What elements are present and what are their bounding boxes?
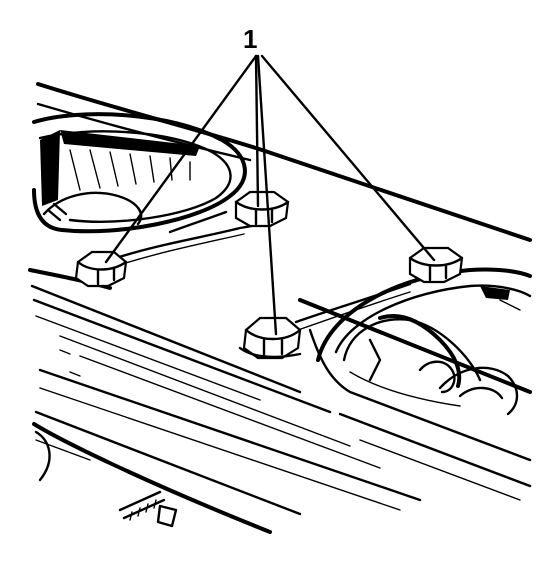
left-opening — [32, 112, 247, 234]
hex-nut-center-back — [234, 190, 290, 228]
hex-nut-right — [408, 246, 464, 284]
leader-center-back — [254, 54, 260, 208]
callout-number: 1 — [243, 24, 258, 54]
leader-left — [104, 54, 258, 264]
hex-nut-front — [238, 316, 302, 360]
gasket-lines — [114, 210, 412, 331]
leader-right — [260, 54, 436, 262]
cover-front-face — [28, 268, 422, 534]
hex-nut-left — [74, 250, 128, 288]
leader-front — [256, 54, 278, 336]
callout-leaders — [104, 54, 436, 336]
